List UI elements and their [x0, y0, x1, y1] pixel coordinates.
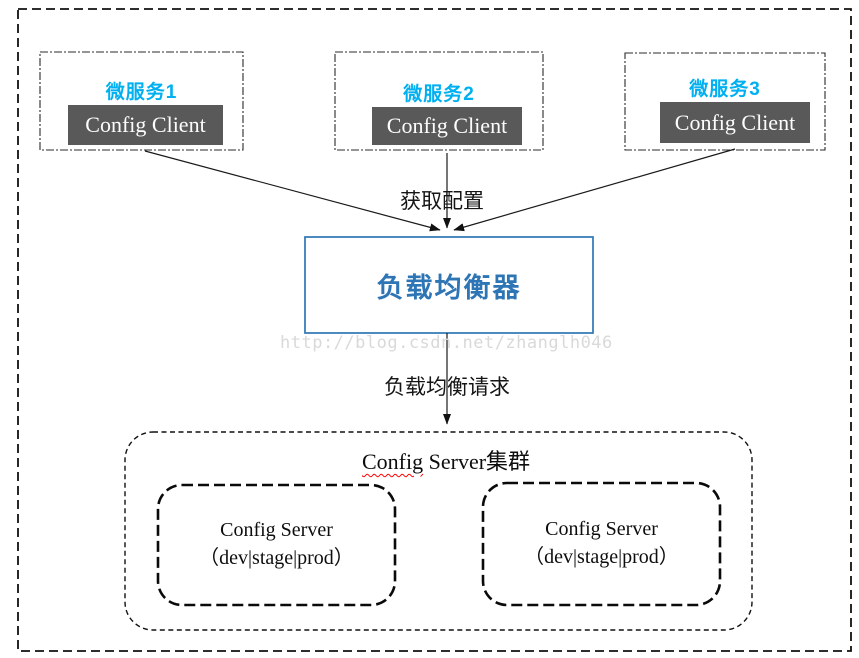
config-server-2-line2: （dev|stage|prod） [524, 546, 679, 568]
config-server-cluster-box [124, 431, 753, 631]
config-server-2-text: Config Server （dev|stage|prod） [483, 483, 720, 605]
cluster-title-rest: Server集群 [423, 449, 531, 474]
config-server-1-box [156, 483, 397, 607]
config-client-1: Config Client [68, 105, 223, 145]
config-server-1-text: Config Server （dev|stage|prod） [158, 485, 395, 605]
config-server-2-box [481, 481, 722, 607]
fetch-config-label: 获取配置 [400, 190, 484, 213]
config-client-3: Config Client [660, 102, 810, 143]
cluster-title-underlined-word: Config [362, 449, 424, 474]
load-balancer-box [304, 236, 594, 334]
config-server-1-line1: Config Server [220, 519, 333, 542]
microservice-3-label: 微服务3 [689, 79, 761, 100]
config-server-2-line1: Config Server [545, 518, 658, 541]
outer-dashed-frame [17, 8, 852, 652]
microservice-1-box [39, 51, 244, 151]
microservice-2-box [334, 51, 544, 151]
microservice-1-label: 微服务1 [105, 82, 178, 103]
lb-request-label: 负载均衡请求 [384, 376, 510, 399]
cluster-title: Config Server集群 [362, 444, 530, 476]
edge-ms3-to-lb [453, 148, 736, 232]
config-client-2: Config Client [372, 107, 522, 145]
microservice-3-box [624, 52, 826, 151]
microservice-2-label: 微服务2 [403, 84, 475, 105]
load-balancer-label: 负载均衡器 [376, 272, 522, 303]
config-server-1-line2: （dev|stage|prod） [199, 547, 354, 569]
edge-ms1-to-lb [144, 150, 441, 232]
watermark-text: http://blog.csdn.net/zhanglh046 [280, 333, 613, 353]
